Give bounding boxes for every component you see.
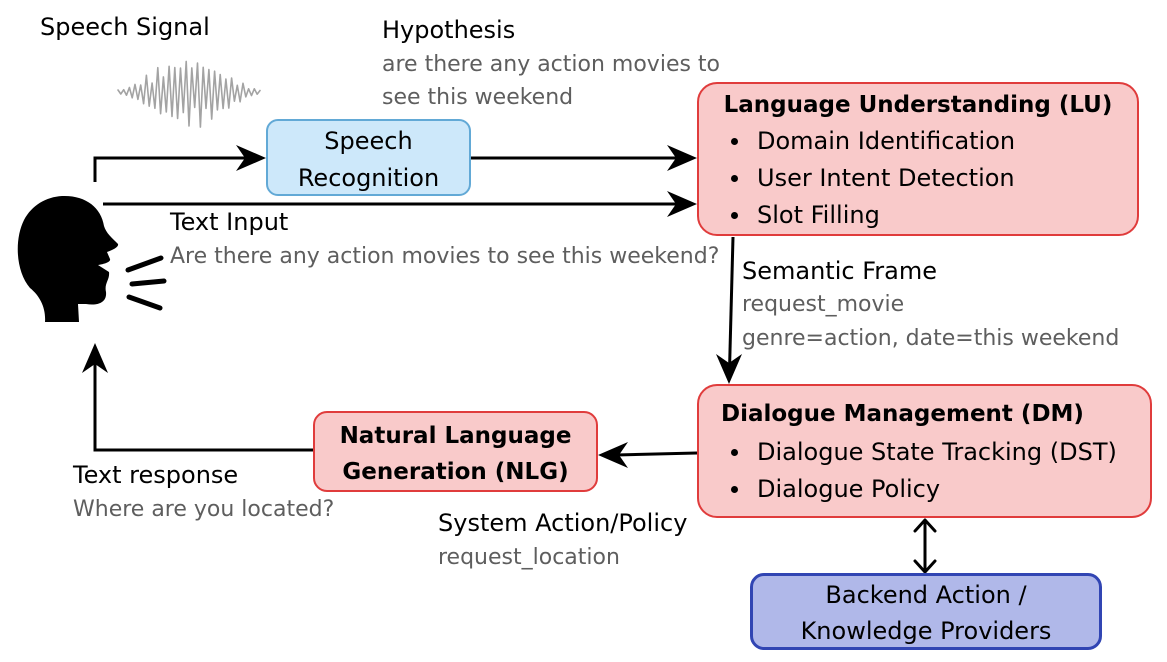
dm-item-dialogue-policy: Dialogue Policy [731, 474, 940, 504]
semantic-frame-label: Semantic Frame [742, 257, 937, 285]
arrow-shaft [728, 236, 735, 367]
lu-item-slot-filling: Slot Filling [731, 200, 880, 230]
arrowhead [716, 354, 742, 384]
arrow-shaft [615, 451, 698, 457]
speech-signal-label: Speech Signal [40, 13, 210, 41]
backend-line-1: Backend Action / [825, 581, 1027, 609]
arrowhead [236, 145, 266, 171]
natural-language-generation-box: Natural Language Generation (NLG) [313, 411, 598, 492]
arrow-user-to-speech-recognition [93, 145, 266, 182]
speech-recognition-box: Speech Recognition [266, 119, 471, 196]
semantic-frame-intent: request_movie [742, 292, 905, 317]
arrow-shaft [93, 156, 248, 182]
sound-lines-icon [125, 255, 167, 311]
arrow-lu-to-dm [716, 236, 742, 384]
lu-item-label: Domain Identification [757, 127, 1016, 155]
backend-knowledge-providers-box: Backend Action / Knowledge Providers [750, 573, 1102, 650]
arrowhead-down [913, 559, 937, 574]
bullet-icon [731, 448, 738, 456]
hypothesis-label: Hypothesis [382, 16, 516, 44]
bullet-icon [731, 174, 738, 182]
speech-recognition-line-1: Speech [324, 127, 413, 155]
arrow-shaft [93, 361, 313, 452]
semantic-frame-slots: genre=action, date=this weekend [742, 326, 1120, 351]
lu-item-label: Slot Filling [757, 201, 880, 229]
lu-item-label: User Intent Detection [757, 164, 1015, 192]
arrowhead [82, 343, 108, 373]
sound-line-lower [126, 294, 163, 311]
arrowhead [667, 191, 697, 217]
speech-recognition-line-2: Recognition [297, 164, 440, 192]
lu-title: Language Understanding (LU) [723, 92, 1113, 118]
lu-item-user-intent-detection: User Intent Detection [731, 163, 1015, 193]
text-input-value: Are there any action movies to see this … [170, 244, 720, 269]
arrowhead [598, 442, 628, 468]
sound-line-middle [129, 278, 167, 287]
dm-title: Dialogue Management (DM) [721, 401, 1084, 427]
system-action-label: System Action/Policy [438, 509, 688, 537]
text-response-value: Where are you located? [73, 497, 335, 522]
lu-item-domain-identification: Domain Identification [731, 126, 1015, 156]
arrow-text-input-to-lu [103, 191, 697, 217]
text-response-label: Text response [73, 461, 239, 489]
nlg-title-line-2: Generation (NLG) [342, 459, 569, 485]
arrow-dm-backend-bidirectional [913, 518, 937, 574]
backend-line-2: Knowledge Providers [800, 617, 1052, 645]
hypothesis-text-line-1: are there any action movies to [382, 52, 721, 77]
bullet-icon [731, 211, 738, 219]
arrowhead [667, 145, 697, 171]
system-action-value: request_location [438, 545, 620, 570]
arrow-speech-recognition-to-lu [471, 145, 697, 171]
dm-item-label: Dialogue Policy [757, 475, 941, 503]
nlg-title-line-1: Natural Language [339, 423, 572, 449]
arrowhead-up [913, 518, 937, 533]
dialogue-management-box: Dialogue Management (DM) Dialogue State … [697, 384, 1152, 518]
arrow-nlg-to-user [82, 343, 313, 452]
arrow-dm-to-nlg [598, 442, 698, 468]
dm-item-dialogue-state-tracking: Dialogue State Tracking (DST) [731, 437, 1117, 467]
speech-waveform-icon [117, 60, 261, 128]
dm-item-label: Dialogue State Tracking (DST) [757, 438, 1117, 466]
language-understanding-box: Language Understanding (LU) Domain Ident… [697, 82, 1139, 236]
bullet-icon [731, 485, 738, 493]
speaking-person-icon [17, 195, 119, 322]
text-input-label: Text Input [170, 208, 289, 236]
hypothesis-text-line-2: see this weekend [382, 85, 574, 110]
sound-line-upper [125, 255, 164, 273]
bullet-icon [731, 137, 738, 145]
